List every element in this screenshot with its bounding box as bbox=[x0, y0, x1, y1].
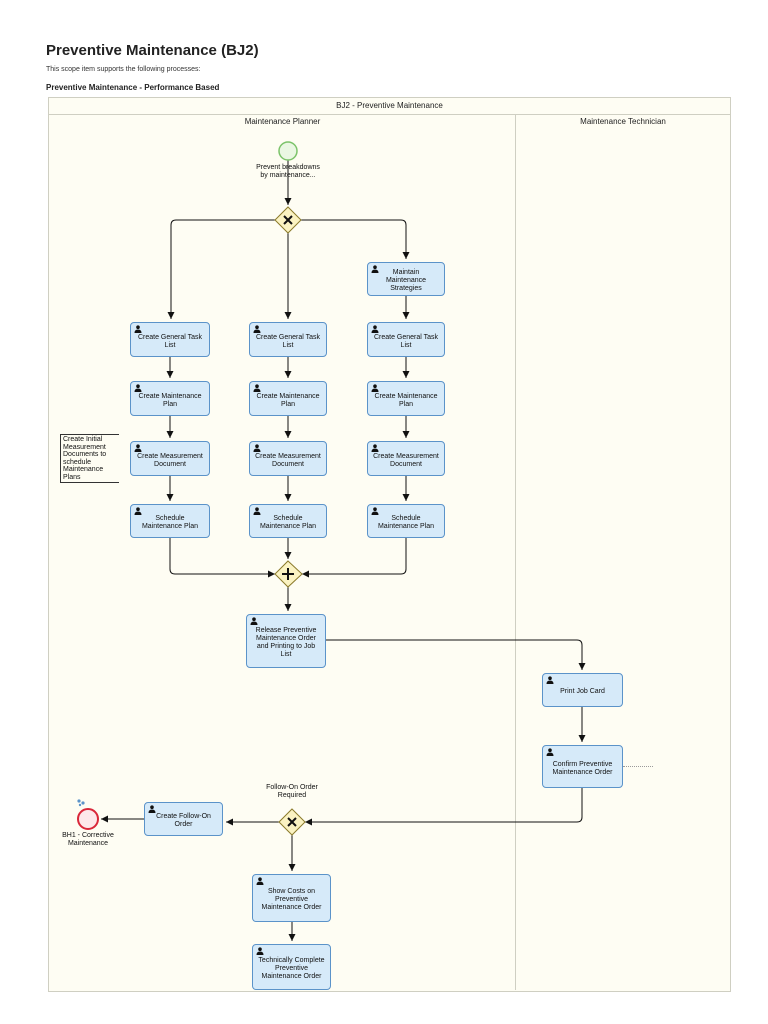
user-icon bbox=[250, 617, 258, 625]
user-icon bbox=[134, 325, 142, 333]
pool: BJ2 - Preventive Maintenance Maintenance… bbox=[48, 97, 731, 992]
page-title: Preventive Maintenance (BJ2) bbox=[46, 42, 259, 59]
task-label: Create Maintenance Plan bbox=[374, 392, 438, 408]
task-label: Create Measurement Document bbox=[137, 452, 203, 468]
task-label: Release Preventive Maintenance Order and… bbox=[255, 627, 317, 658]
lane-title-maintenance-technician: Maintenance Technician bbox=[580, 117, 666, 126]
flow-gateway-left bbox=[167, 219, 275, 319]
user-icon bbox=[546, 676, 554, 684]
start-event bbox=[278, 141, 298, 161]
task-create-maintenance-plan-3[interactable]: Create Maintenance Plan bbox=[367, 381, 445, 416]
user-icon bbox=[134, 384, 142, 392]
task-label: Print Job Card bbox=[560, 688, 605, 695]
task-schedule-maintenance-plan-1[interactable]: Schedule Maintenance Plan bbox=[130, 504, 210, 538]
end-event-label: BH1 - Corrective Maintenance bbox=[62, 832, 114, 847]
task-schedule-maintenance-plan-3[interactable]: Schedule Maintenance Plan bbox=[367, 504, 445, 538]
task-create-measurement-document-1[interactable]: Create Measurement Document bbox=[130, 441, 210, 476]
process-title: Preventive Maintenance - Performance Bas… bbox=[46, 83, 220, 92]
user-icon bbox=[371, 265, 379, 273]
task-label: Confirm Preventive Maintenance Order bbox=[552, 760, 613, 776]
task-label: Schedule Maintenance Plan bbox=[377, 515, 435, 530]
followon-gateway-label: Follow-On Order Required bbox=[266, 784, 318, 799]
task-maintain-maintenance-strategies[interactable]: Maintain Maintenance Strategies bbox=[367, 262, 445, 296]
task-create-measurement-document-3[interactable]: Create Measurement Document bbox=[367, 441, 445, 476]
task-label: Create Follow-On Order bbox=[156, 813, 211, 828]
task-print-job-card[interactable]: Print Job Card bbox=[542, 673, 623, 707]
task-label: Schedule Maintenance Plan bbox=[141, 515, 199, 530]
flow-gateway-right bbox=[301, 219, 410, 259]
task-confirm-preventive-maintenance-order[interactable]: Confirm Preventive Maintenance Order bbox=[542, 745, 623, 788]
end-event bbox=[77, 808, 99, 830]
start-event-label: Prevent breakdowns by maintenance... bbox=[256, 164, 320, 179]
flow-confirm-gateway bbox=[305, 788, 583, 826]
task-show-costs[interactable]: Show Costs on Preventive Maintenance Ord… bbox=[252, 874, 331, 922]
task-create-maintenance-plan-1[interactable]: Create Maintenance Plan bbox=[130, 381, 210, 416]
task-label: Create Maintenance Plan bbox=[256, 392, 320, 408]
user-icon bbox=[134, 444, 142, 452]
task-create-general-task-list-1[interactable]: Create General Task List bbox=[130, 322, 210, 357]
user-icon bbox=[134, 507, 142, 515]
task-label: Create Measurement Document bbox=[373, 452, 439, 468]
task-create-general-task-list-2[interactable]: Create General Task List bbox=[249, 322, 327, 357]
user-icon bbox=[253, 444, 261, 452]
link-icon bbox=[77, 799, 85, 807]
task-label: Schedule Maintenance Plan bbox=[259, 515, 317, 530]
association-line bbox=[623, 766, 653, 767]
user-icon bbox=[253, 384, 261, 392]
exclusive-gateway-split bbox=[274, 206, 302, 234]
task-create-maintenance-plan-2[interactable]: Create Maintenance Plan bbox=[249, 381, 327, 416]
task-create-follow-on-order[interactable]: Create Follow-On Order bbox=[144, 802, 223, 836]
user-icon bbox=[253, 325, 261, 333]
annotation-measurement-docs: Create Initial Measurement Documents to … bbox=[60, 434, 119, 483]
user-icon bbox=[253, 507, 261, 515]
lane-divider bbox=[515, 114, 516, 990]
user-icon bbox=[371, 325, 379, 333]
flow-sp3-join bbox=[302, 538, 407, 578]
task-label: Create General Task List bbox=[137, 333, 203, 349]
user-icon bbox=[546, 748, 554, 756]
flow-release-print bbox=[325, 639, 586, 670]
pool-title: BJ2 - Preventive Maintenance bbox=[49, 98, 730, 115]
user-icon bbox=[256, 877, 264, 885]
flow-sp1-join bbox=[169, 538, 275, 578]
task-label: Show Costs on Preventive Maintenance Ord… bbox=[261, 888, 322, 911]
user-icon bbox=[256, 947, 264, 955]
page-subtitle: This scope item supports the following p… bbox=[46, 66, 201, 73]
user-icon bbox=[371, 507, 379, 515]
lane-title-maintenance-planner: Maintenance Planner bbox=[244, 117, 321, 126]
user-icon bbox=[371, 444, 379, 452]
task-label: Technically Complete Preventive Maintena… bbox=[258, 957, 325, 980]
task-schedule-maintenance-plan-2[interactable]: Schedule Maintenance Plan bbox=[249, 504, 327, 538]
parallel-gateway-join bbox=[274, 560, 303, 588]
task-create-measurement-document-2[interactable]: Create Measurement Document bbox=[249, 441, 327, 476]
exclusive-gateway-followon bbox=[278, 808, 306, 836]
task-create-general-task-list-3[interactable]: Create General Task List bbox=[367, 322, 445, 357]
task-technically-complete[interactable]: Technically Complete Preventive Maintena… bbox=[252, 944, 331, 990]
user-icon bbox=[371, 384, 379, 392]
user-icon bbox=[148, 805, 156, 813]
task-label: Maintain Maintenance Strategies bbox=[385, 269, 427, 292]
task-release-preventive-maintenance-order[interactable]: Release Preventive Maintenance Order and… bbox=[246, 614, 326, 668]
task-label: Create General Task List bbox=[373, 333, 439, 349]
task-label: Create Maintenance Plan bbox=[138, 392, 202, 408]
task-label: Create Measurement Document bbox=[255, 452, 321, 468]
task-label: Create General Task List bbox=[255, 333, 321, 349]
